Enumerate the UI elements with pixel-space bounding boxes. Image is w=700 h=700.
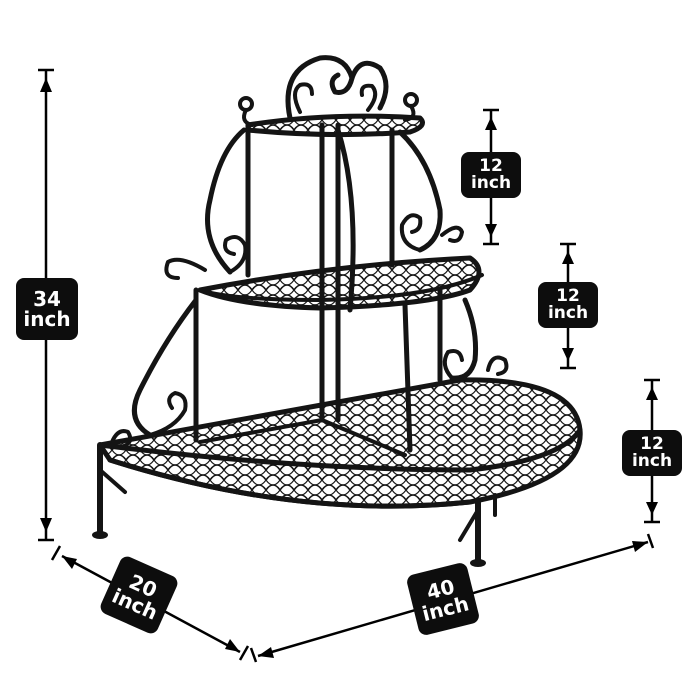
tier-middle-dimension-line: [560, 242, 576, 370]
tier-bottom-badge: 12 inch: [622, 430, 682, 476]
tier-top-value: 12: [479, 156, 503, 176]
tier-bottom-value: 12: [640, 434, 664, 454]
height-value: 34: [33, 287, 61, 311]
height-unit: inch: [23, 307, 71, 331]
tier-bottom-unit: inch: [631, 451, 673, 471]
tier-top-unit: inch: [470, 173, 512, 193]
tier-top-badge: 12 inch: [461, 152, 521, 198]
tier-middle-unit: inch: [547, 303, 589, 323]
tier-middle-value: 12: [556, 286, 580, 306]
tier-middle-badge: 12 inch: [538, 282, 598, 328]
height-badge: 34 inch: [16, 278, 78, 340]
plant-stand-icon: [92, 55, 583, 567]
